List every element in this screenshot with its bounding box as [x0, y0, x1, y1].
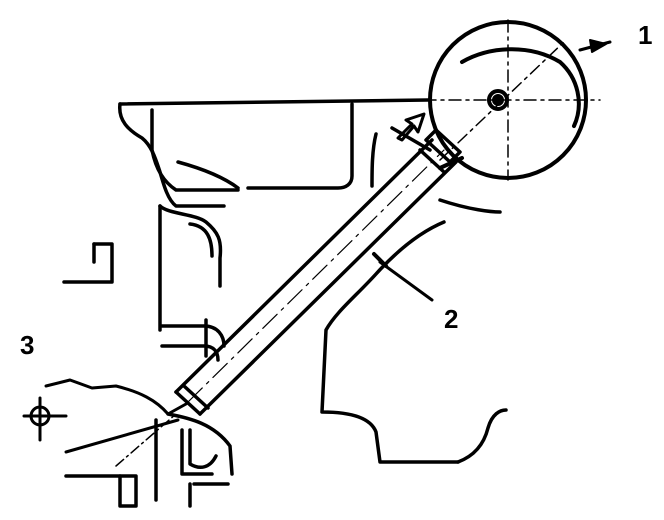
callout-label-3: 3 — [20, 330, 35, 360]
leader-line-3 — [44, 378, 170, 416]
callout-label-1: 1 — [638, 20, 653, 50]
leader-line-2 — [378, 260, 434, 302]
callout-label-2: 2 — [444, 304, 459, 334]
direction-arrow-icon — [396, 112, 426, 142]
casting-outline — [62, 98, 508, 508]
gauge-rod — [174, 128, 462, 416]
dial-indicator-icon — [423, 19, 601, 181]
reference-point-icon — [22, 396, 68, 442]
